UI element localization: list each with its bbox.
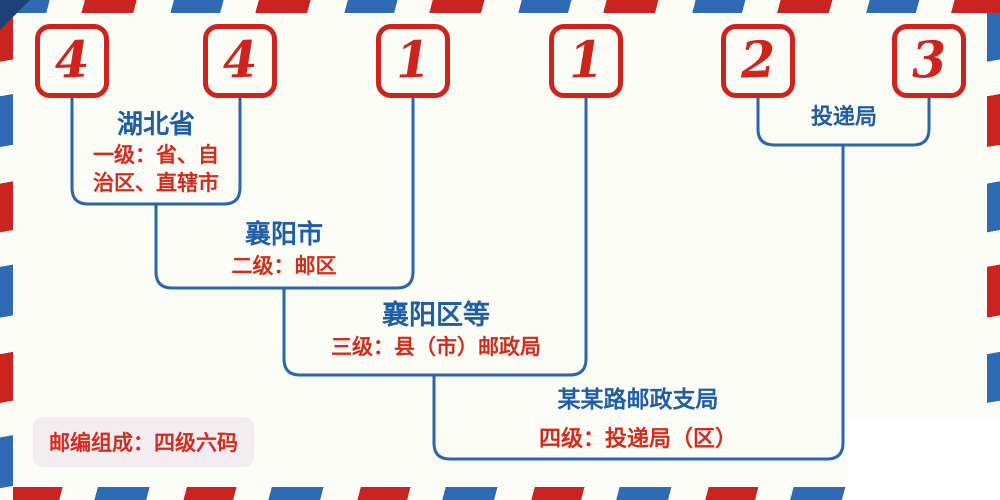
postal-digit-box-3: 1 (376, 24, 450, 98)
level-4-annotation: 某某路邮政支局 四级：投递局（区） (539, 387, 737, 454)
bracket-delivery-office (756, 98, 931, 147)
level-3-desc: 三级：县（市）邮政局 (331, 335, 541, 359)
postal-digit-3: 1 (394, 29, 432, 90)
level-4-name: 某某路邮政支局 (557, 387, 719, 413)
postal-digit-5: 2 (739, 29, 777, 90)
postal-digit-6: 3 (910, 29, 948, 90)
border-stripe-right (987, 13, 1000, 418)
delivery-office-label: 投递局 (810, 105, 878, 130)
postal-digit-box-2: 4 (203, 24, 277, 98)
postal-digit-4: 1 (567, 29, 605, 90)
level-2-annotation: 襄阳市 二级：邮区 (232, 220, 337, 281)
postal-digit-box-1: 4 (35, 24, 109, 98)
border-stripe-bottom (13, 487, 850, 500)
level-2-desc: 二级：邮区 (231, 254, 337, 278)
border-stripe-left (0, 13, 13, 500)
bottom-right-mask (848, 418, 1000, 500)
postal-digit-box-6: 3 (892, 24, 966, 98)
level-2-name: 襄阳市 (244, 220, 323, 250)
postal-digit-box-4: 1 (549, 24, 623, 98)
composition-badge-text: 邮编组成：四级六码 (49, 431, 238, 455)
postal-digit-1: 4 (53, 29, 91, 90)
level-3-annotation: 襄阳区等 三级：县（市）邮政局 (331, 301, 541, 362)
level-4-desc: 四级：投递局（区） (538, 427, 738, 452)
border-stripe-top (0, 0, 1000, 13)
composition-badge: 邮编组成：四级六码 (33, 417, 254, 467)
postal-digit-box-5: 2 (721, 24, 795, 98)
level-1-annotation: 湖北省 一级：省、自治区、直辖市 (86, 110, 226, 197)
bracket-level-4 (432, 146, 845, 461)
delivery-office-annotation: 投递局 (811, 105, 877, 131)
level-3-name: 襄阳区等 (382, 300, 490, 331)
level-1-desc: 一级：省、自治区、直辖市 (93, 143, 219, 195)
level-1-name: 湖北省 (116, 110, 195, 140)
postal-digit-2: 4 (221, 29, 259, 90)
